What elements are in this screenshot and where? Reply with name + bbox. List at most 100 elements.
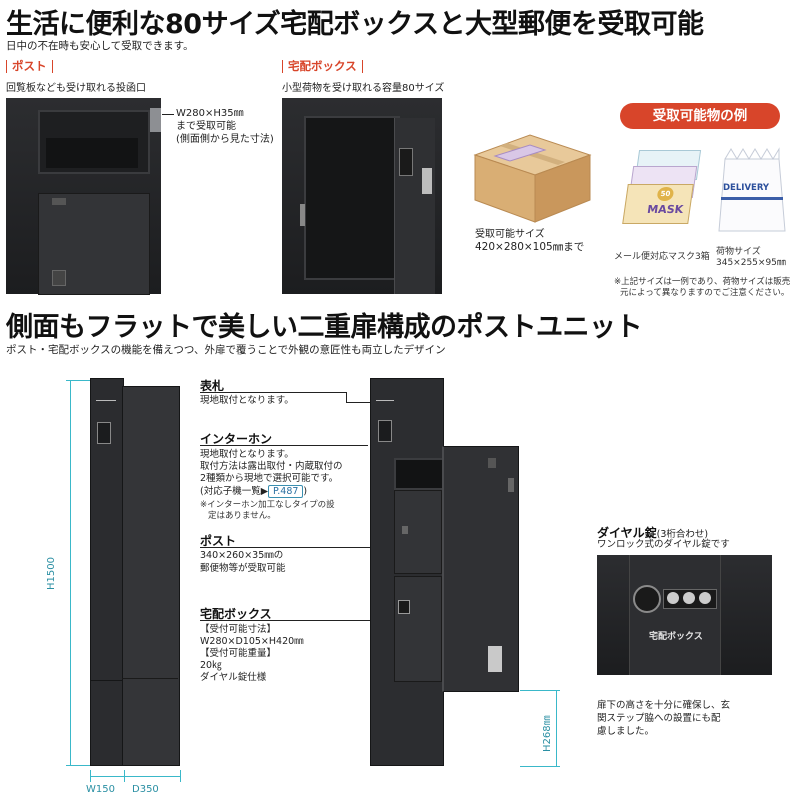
outer-door-lock-icon — [488, 458, 496, 468]
bottom-note-2: 関ステップ脇への設置にも配 — [597, 713, 721, 724]
dial-wheels-icon — [663, 589, 717, 609]
height-dimension: H1500 — [46, 557, 57, 590]
bottom-note-3: 慮しました。 — [597, 726, 655, 737]
open-box-door — [394, 576, 442, 682]
dial-lock-photo: 宅配ボックス — [597, 555, 772, 675]
section-title: 側面もフラットで美しい二重扉構成のポストユニット — [6, 312, 643, 343]
dial-plate-text: 宅配ボックス — [649, 632, 703, 642]
intercom-leader — [200, 445, 368, 446]
page-title: 生活に便利な80サイズ宅配ボックスと大型郵便を受取可能 — [6, 9, 704, 40]
intercom-ref-prefix: (対応子機一覧▶ — [200, 486, 269, 497]
intercom-page-link[interactable]: P.487 — [268, 485, 304, 498]
post-dim-line3: (側面側から見た寸法) — [176, 134, 274, 145]
lower-dim-tick-top — [520, 690, 560, 691]
closed-side-seam — [122, 678, 178, 679]
cardboard-box-icon — [473, 134, 592, 223]
closed-side-face — [122, 386, 180, 766]
box-dial-lock-icon — [399, 148, 413, 176]
lower-height-dim-line — [556, 690, 557, 766]
box-callout-text-4: 20㎏ — [200, 660, 222, 671]
post-lock-icon — [52, 270, 66, 286]
post-inner-tag — [52, 198, 66, 205]
dial-heading: ダイヤル錠(3桁合わせ) — [597, 522, 708, 541]
height-dim-tick-top — [66, 380, 90, 381]
intercom-ref-suffix: ) — [303, 486, 308, 497]
open-outer-door — [442, 446, 519, 692]
box-callout-title: 宅配ボックス — [200, 607, 272, 621]
nameplate-title: 表札 — [200, 379, 225, 393]
section-subtitle: ポスト・宅配ボックスの機能を備えつつ、外扉で覆うことで外観の意匠性も両立したデザ… — [6, 344, 446, 356]
closed-front-seam — [90, 680, 122, 681]
parcel-size: 345×255×95㎜ — [716, 258, 786, 268]
examples-note-1: ※上記サイズは一例であり、荷物サイズは販売 — [614, 277, 791, 287]
open-post-lock-icon — [402, 526, 408, 534]
nameplate-text: 現地取付となります。 — [200, 395, 294, 406]
box-callout-text-1: 【受付可能寸法】 — [200, 624, 277, 635]
open-intercom-icon — [378, 420, 392, 442]
width-depth-dim-line — [90, 776, 180, 777]
lower-height-dimension: H268㎜ — [542, 715, 553, 752]
post-callout-text-1: 340×260×35㎜の — [200, 550, 284, 561]
nameplate-icon — [96, 392, 116, 401]
intercom-text-3: 2種類から現地で選択可能です。 — [200, 473, 339, 484]
capacity-label: 受取可能サイズ — [475, 229, 545, 240]
box-callout-text-5: ダイヤル錠仕様 — [200, 672, 267, 683]
height-dimension-line — [70, 380, 71, 765]
open-product-illustration — [370, 378, 520, 766]
examples-badge: 受取可能物の例 — [620, 103, 780, 129]
intercom-note-1: ※インターホン加工なしタイプの設 — [200, 500, 335, 510]
post-callout-leader — [200, 547, 395, 548]
mask-count: 50 — [656, 187, 675, 201]
mask-text: MASK — [646, 203, 685, 216]
post-label: ポスト — [6, 60, 53, 73]
examples-note-2: 元によって異なりますのでご注意ください。 — [620, 288, 790, 298]
intercom-text-2: 取付方法は露出取付・内蔵取付の — [200, 461, 343, 472]
hinge-icon — [150, 108, 161, 132]
dial-title-sub: (3桁合わせ) — [656, 529, 709, 540]
bottom-note-1: 扉下の高さを十分に確保し、玄 — [597, 700, 731, 711]
dial-wheel-3[interactable] — [699, 592, 711, 604]
capacity-value: 420×280×105㎜まで — [475, 241, 585, 253]
parcel-caption: 荷物サイズ — [716, 247, 761, 257]
dial-knob-icon — [633, 585, 661, 613]
open-post-slot — [394, 458, 444, 490]
intercom-note-2: 定はありません。 — [208, 511, 276, 521]
mask-boxes-illustration: 50 MASK — [622, 150, 705, 230]
dial-wheel-1[interactable] — [667, 592, 679, 604]
delivery-bag-icon — [718, 147, 786, 232]
outer-door-hinge-icon — [508, 478, 514, 492]
intercom-icon — [97, 422, 111, 444]
box-label: 宅配ボックス — [282, 60, 363, 73]
box-interior — [304, 116, 400, 280]
post-dim-line2: まで受取可能 — [176, 121, 236, 132]
post-callout-title: ポスト — [200, 534, 237, 548]
width-dimension: W150 — [86, 784, 115, 795]
post-dim-leader — [162, 114, 174, 115]
depth-dimension: D350 — [132, 784, 159, 795]
closed-product-illustration — [90, 378, 180, 766]
nameplate-leader — [200, 392, 346, 393]
intercom-title: インターホン — [200, 432, 273, 446]
box-open-door — [394, 118, 435, 294]
page-subtitle: 日中の不在時も安心して受取できます。 — [6, 40, 194, 52]
mask-caption: メール便対応マスク3箱 — [614, 252, 710, 262]
dial-wheel-2[interactable] — [683, 592, 695, 604]
delivery-bag-illustration: DELIVERY — [717, 145, 787, 233]
box-callout-leader — [200, 620, 395, 621]
dial-door-panel — [629, 555, 721, 675]
box-latch-icon — [300, 204, 305, 226]
intercom-text-4: (対応子機一覧▶P.487) — [200, 485, 307, 499]
depth-dim-tick-right — [180, 770, 181, 782]
post-callout-text-2: 郵便物等が受取可能 — [200, 563, 286, 574]
cardboard-box-illustration — [470, 130, 595, 225]
dial-title: ダイヤル錠 — [597, 526, 657, 540]
nameplate-leader-h — [346, 402, 372, 403]
height-dim-tick-bottom — [66, 765, 90, 766]
open-box-dial-icon — [398, 600, 410, 614]
post-desc: 回覧板なども受け取れる投函口 — [6, 83, 146, 94]
box-callout-text-2: W280×D105×H420㎜ — [200, 636, 304, 647]
nameplate-leader-v — [346, 392, 347, 402]
dial-desc: ワンロック式のダイヤル錠です — [597, 539, 730, 550]
lower-dim-tick-bottom — [520, 766, 560, 767]
box-photo — [282, 98, 442, 294]
